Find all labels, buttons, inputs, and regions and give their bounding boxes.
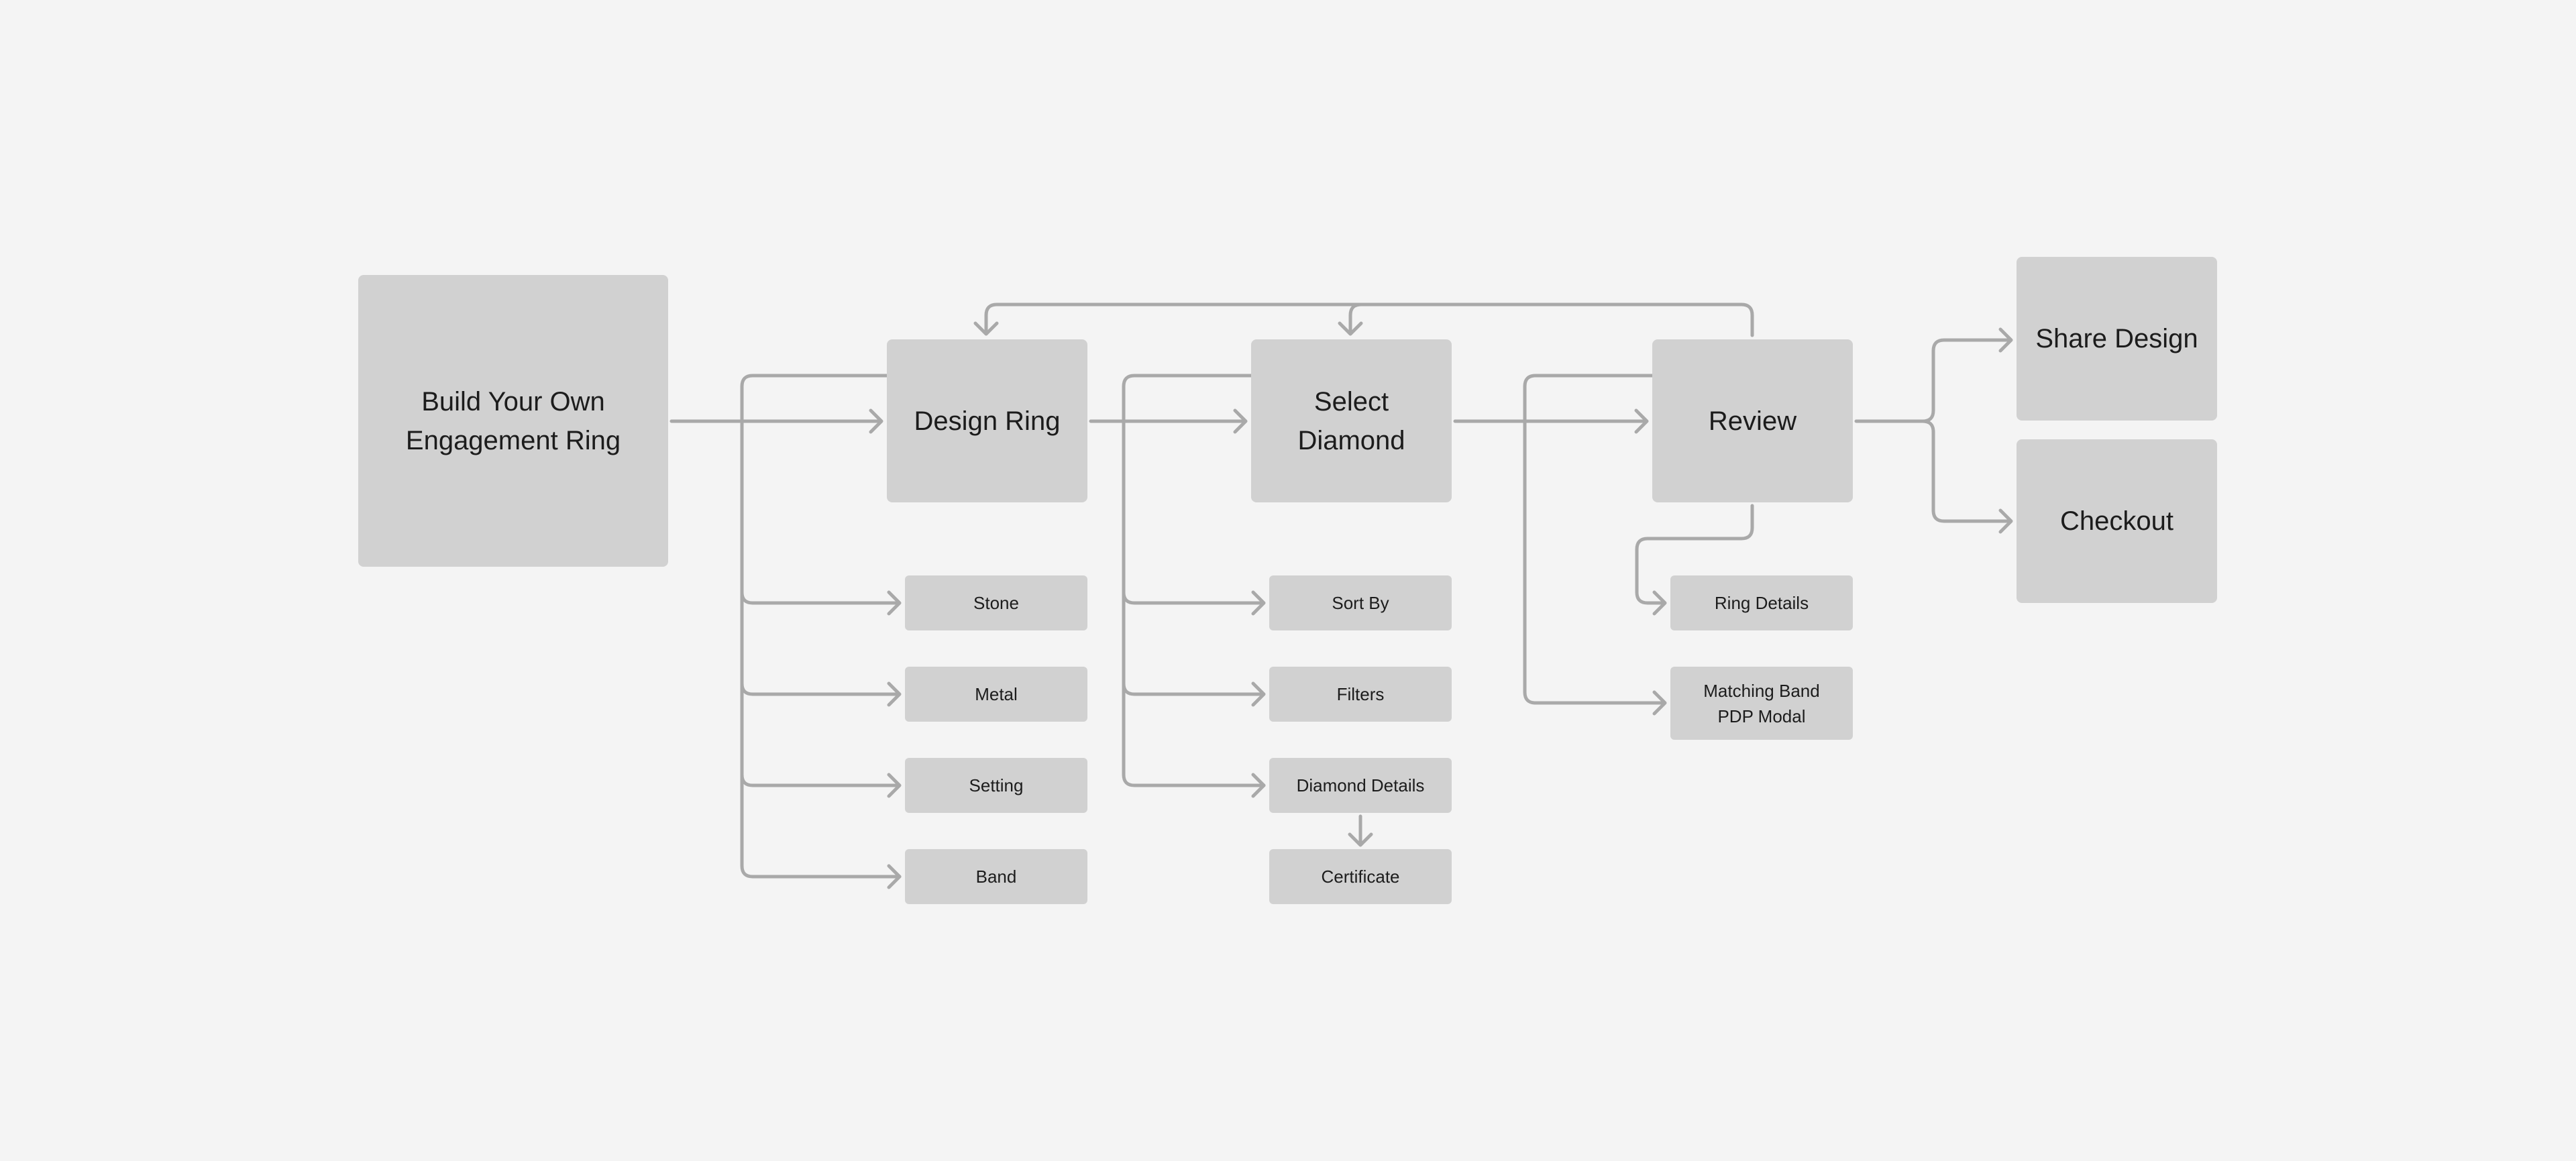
node-label: Setting <box>969 775 1024 795</box>
connector-loop-to-select <box>1338 302 1363 336</box>
connector-review-loop <box>973 302 1754 337</box>
connector-select-branch <box>1122 374 1266 787</box>
node-share-design[interactable]: Share Design <box>2017 257 2217 421</box>
node-label: Diamond Details <box>1296 775 1425 795</box>
node-matching-band-pdp-modal[interactable]: Matching Band PDP Modal <box>1670 667 1853 740</box>
node-metal[interactable]: Metal <box>905 667 1087 722</box>
node-label: Review <box>1708 406 1797 436</box>
node-stone[interactable]: Stone <box>905 575 1087 630</box>
connector-review-to-ring-details <box>1635 504 1754 616</box>
node-label: Metal <box>975 684 1018 704</box>
node-label: Sort By <box>1332 593 1389 613</box>
connector-select-to-review <box>1453 408 1649 434</box>
connector-to-sortby <box>1122 590 1266 616</box>
node-ring-details[interactable]: Ring Details <box>1670 575 1853 630</box>
node-label: Checkout <box>2060 506 2174 536</box>
node-band[interactable]: Band <box>905 849 1087 904</box>
node-sort-by[interactable]: Sort By <box>1269 575 1452 630</box>
connector-review-to-outcomes <box>1854 327 2013 423</box>
node-filters[interactable]: Filters <box>1269 667 1452 722</box>
connector-details-to-certificate <box>1348 814 1373 847</box>
node-checkout[interactable]: Checkout <box>2017 439 2217 603</box>
node-label: Band <box>975 867 1017 887</box>
node-label: Certificate <box>1321 867 1400 887</box>
node-setting[interactable]: Setting <box>905 758 1087 813</box>
connector-design-to-select <box>1089 408 1248 434</box>
node-review[interactable]: Review <box>1652 339 1853 502</box>
node-label: Design Ring <box>914 406 1061 436</box>
node-design-ring[interactable]: Design Ring <box>887 339 1087 502</box>
node-diamond-details[interactable]: Diamond Details <box>1269 758 1452 813</box>
connector-build-to-design <box>669 408 883 434</box>
connector-review-branch <box>1523 374 1667 716</box>
node-label: Matching Band PDP Modal <box>1703 680 1820 726</box>
node-build-your-own-ring[interactable]: Build Your Own Engagement Ring <box>358 275 668 567</box>
node-select-diamond[interactable]: Select Diamond <box>1251 339 1452 502</box>
node-certificate[interactable]: Certificate <box>1269 849 1452 904</box>
connector-to-checkout <box>1921 419 2013 534</box>
connector-to-filters <box>1122 681 1266 707</box>
connector-to-setting <box>740 773 902 798</box>
connector-design-branch <box>740 374 902 879</box>
node-label: Build Your Own Engagement Ring <box>405 386 621 455</box>
node-label: Ring Details <box>1714 593 1809 613</box>
connector-to-diamond-details <box>1251 773 1266 798</box>
connector-to-metal <box>740 681 902 707</box>
node-label: Stone <box>973 593 1019 613</box>
connector-to-stone <box>740 590 902 616</box>
node-label: Share Design <box>2035 324 2198 353</box>
node-label: Select Diamond <box>1297 386 1405 455</box>
node-label: Filters <box>1336 684 1385 704</box>
connector-to-band <box>887 864 902 889</box>
